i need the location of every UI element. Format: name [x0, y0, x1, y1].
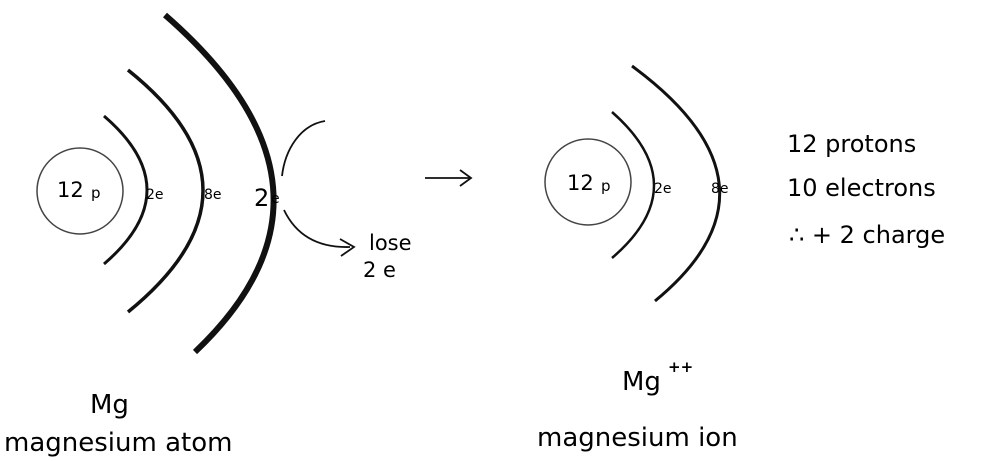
- ion-symbol: Mg: [622, 367, 661, 397]
- magnesium-atom: 12 p 2e 8e 2 e Mg magnesium atom: [4, 12, 280, 458]
- atom-shell-1-label: 2e: [146, 187, 164, 203]
- atom-nucleus-number: 12: [57, 178, 84, 202]
- reaction-arrow-icon: [425, 169, 473, 187]
- lose-count-label: 2 e: [363, 258, 396, 282]
- lose-electrons-annotation: lose 2 e: [281, 120, 412, 282]
- atom-shell-3: [163, 12, 277, 355]
- ion-name: magnesium ion: [537, 423, 738, 453]
- protons-count: 12 protons: [787, 130, 916, 158]
- ion-shell-1: [611, 111, 656, 259]
- magnesium-ion: 12 p 2e 8e Mg ++ magnesium ion: [537, 64, 738, 453]
- atom-shell-3-number: 2: [254, 184, 269, 212]
- electrons-count: 10 electrons: [787, 174, 936, 202]
- lose-arrow-head-icon: [339, 238, 356, 257]
- atom-nucleus-unit: p: [91, 184, 101, 202]
- lose-label: lose: [369, 231, 412, 255]
- atom-symbol: Mg: [90, 390, 129, 420]
- atom-shell-1: [103, 114, 149, 266]
- atom-nucleus: [36, 147, 124, 235]
- ion-nucleus: [544, 138, 632, 226]
- ion-shell-1-label: 2e: [654, 181, 672, 197]
- upper-curve-stroke: [281, 120, 326, 177]
- lose-arrow-curve: [283, 209, 351, 248]
- ion-shell-2-label: 8e: [711, 181, 729, 197]
- ion-charge: ++: [668, 358, 693, 376]
- atom-shell-2-label: 8e: [204, 187, 222, 203]
- atom-name: magnesium atom: [4, 428, 232, 458]
- ion-shell-2: [631, 64, 722, 303]
- atom-shell-3-unit: e: [271, 191, 280, 207]
- net-charge: ∴ + 2 charge: [789, 221, 945, 249]
- ion-nucleus-unit: p: [601, 177, 611, 195]
- atom-shell-2: [126, 68, 205, 314]
- ion-nucleus-number: 12: [567, 171, 594, 195]
- ion-facts: 12 protons 10 electrons ∴ + 2 charge: [787, 130, 945, 249]
